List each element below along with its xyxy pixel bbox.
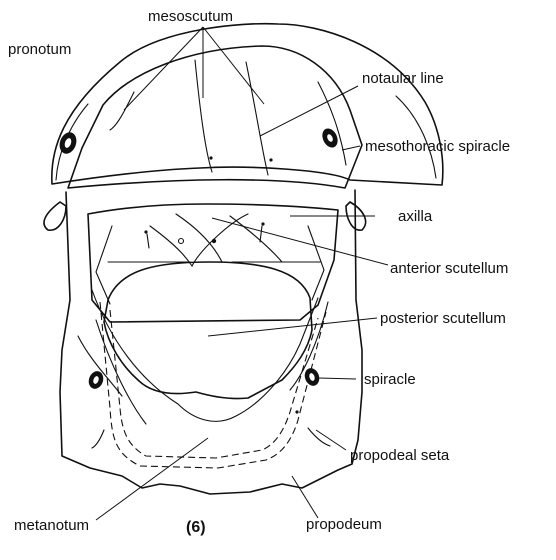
label-pronotum: pronotum bbox=[8, 41, 71, 58]
label-propodeum: propodeum bbox=[306, 516, 382, 533]
posterior-scutellum-shape bbox=[92, 262, 328, 424]
mesothoracic-spiracle-marks bbox=[57, 126, 341, 156]
figure-number: (6) bbox=[186, 519, 206, 536]
label-axilla: axilla bbox=[398, 208, 433, 225]
anterior-scutellum-shape bbox=[88, 204, 338, 322]
spiracle-marks bbox=[86, 366, 321, 413]
pronotum-shape bbox=[52, 24, 443, 185]
label-notaular-line: notaular line bbox=[362, 70, 444, 87]
label-propodeal-seta: propodeal seta bbox=[350, 447, 450, 464]
label-anterior-scutellum: anterior scutellum bbox=[390, 260, 508, 277]
label-posterior-scutellum: posterior scutellum bbox=[380, 310, 506, 327]
label-metanotum: metanotum bbox=[14, 517, 89, 534]
leader-lines bbox=[96, 27, 388, 520]
label-mesothoracic-spiracle: mesothoracic spiracle bbox=[365, 138, 510, 155]
label-mesoscutum: mesoscutum bbox=[148, 8, 233, 25]
label-spiracle: spiracle bbox=[364, 371, 416, 388]
propodeum-shape bbox=[60, 190, 362, 494]
